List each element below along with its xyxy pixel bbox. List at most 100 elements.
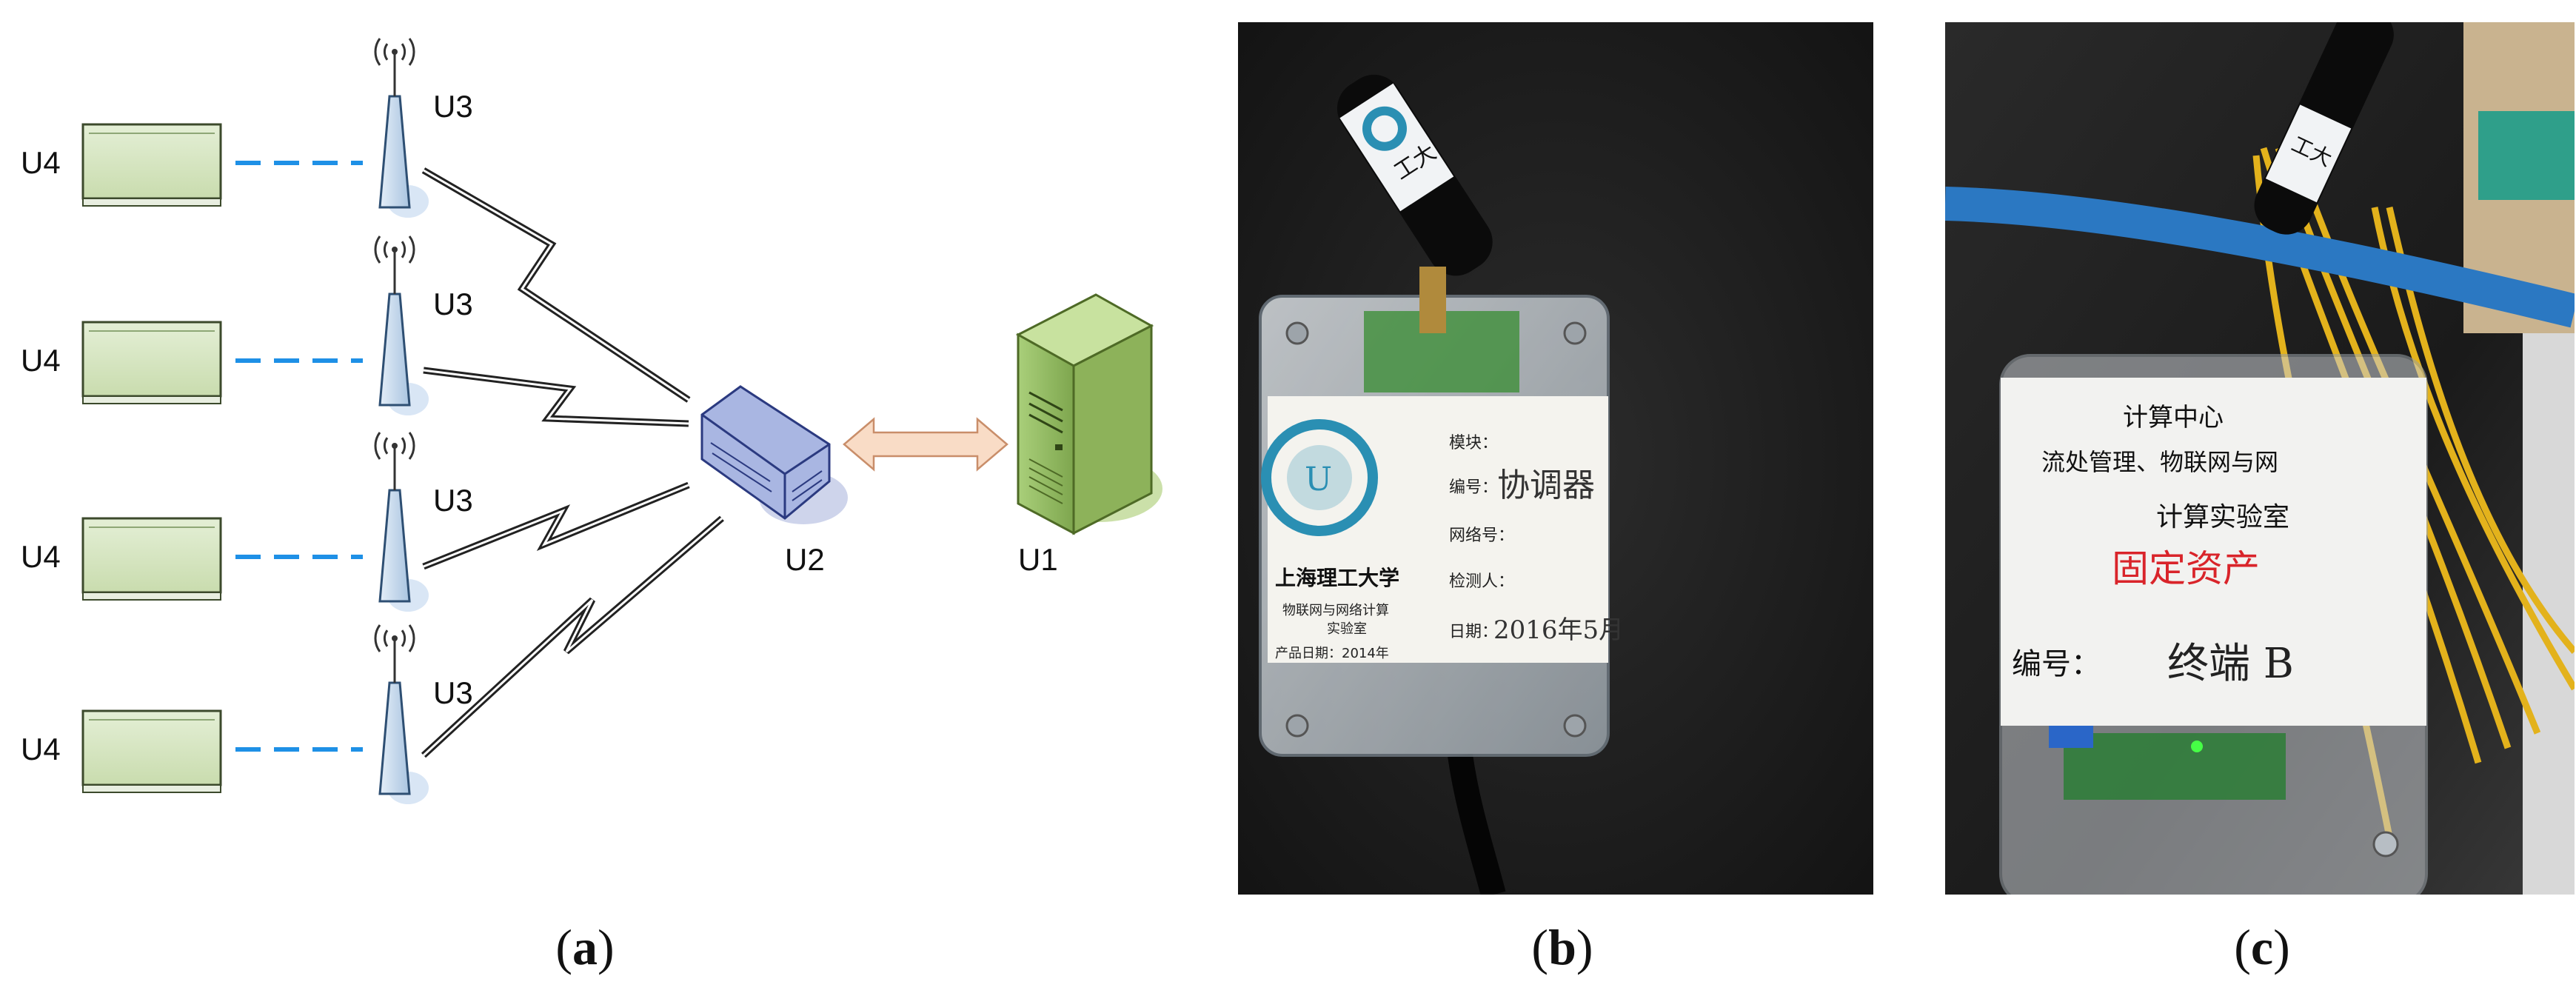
wireless-bolt-outline bbox=[423, 367, 689, 427]
screw bbox=[2372, 831, 2399, 858]
caption-paren-close: ) bbox=[1576, 919, 1593, 975]
terminal-row: U4 U3 bbox=[21, 432, 473, 612]
server-grille bbox=[1028, 458, 1063, 504]
caption-paren-open: ( bbox=[555, 919, 572, 975]
power-cable bbox=[1448, 753, 1506, 895]
wireless-bolt-outline bbox=[421, 167, 691, 403]
signal-wave-left bbox=[374, 38, 381, 66]
label-line2: 流处管理、物联网与网 bbox=[2041, 448, 2278, 476]
router-u2 bbox=[700, 385, 848, 524]
signal-wave-left bbox=[383, 629, 389, 647]
product-date: 产品日期：2014年 bbox=[1275, 646, 1389, 661]
terminal-label: U4 bbox=[21, 732, 61, 766]
terminal-box bbox=[81, 321, 222, 398]
node-label: U3 bbox=[433, 483, 473, 518]
node-antenna-tip bbox=[392, 49, 398, 55]
bidirectional-arrow bbox=[843, 417, 1008, 472]
signal-wave-right bbox=[401, 241, 407, 258]
screw bbox=[1563, 321, 1587, 345]
caption-paren-open: ( bbox=[1531, 919, 1549, 975]
label-module: 模块： bbox=[1449, 434, 1498, 452]
label-date: 日期： bbox=[1449, 623, 1498, 641]
antenna: 工大 bbox=[2254, 22, 2394, 235]
svg-text:U: U bbox=[1305, 461, 1332, 498]
server-vents bbox=[1028, 391, 1063, 434]
router-body bbox=[700, 385, 831, 520]
node-label: U3 bbox=[433, 287, 473, 321]
terminal-row: U4 U3 bbox=[21, 624, 473, 804]
university-seal bbox=[1261, 419, 1378, 536]
label-fixed-assets: 固定资产 bbox=[2112, 547, 2260, 590]
router-ports bbox=[792, 470, 823, 501]
wireless-bolt-core bbox=[423, 369, 689, 425]
handwritten-number: 协调器 bbox=[1497, 467, 1595, 504]
signal-wave-left bbox=[374, 235, 381, 264]
node-label: U3 bbox=[433, 675, 473, 710]
photo-terminal: 工大 计算中心 流处管理、物联网与网 计算实验室 固定资产 编号： 终端 B bbox=[1945, 22, 2575, 895]
label-number-prefix: 编号： bbox=[2012, 647, 2101, 681]
node-antenna-tip bbox=[392, 443, 398, 449]
signal-wave-left bbox=[374, 432, 381, 460]
node-antenna-tip bbox=[392, 635, 398, 641]
terminal-row: U4 U3 bbox=[21, 38, 473, 218]
wireless-bolt-core bbox=[422, 517, 723, 757]
terminal-label: U4 bbox=[21, 145, 61, 180]
screw bbox=[1285, 321, 1309, 345]
terminal-base bbox=[82, 784, 221, 793]
caption-paren-close: ) bbox=[2273, 919, 2290, 975]
terminal-row: U4 U3 bbox=[21, 235, 473, 415]
signal-wave-left bbox=[383, 241, 389, 258]
wireless-bolt-core bbox=[423, 169, 689, 401]
antenna: 工大 bbox=[1336, 74, 1493, 276]
node-mast bbox=[378, 681, 411, 795]
server-side bbox=[1072, 324, 1153, 535]
university-name: 上海理工大学 bbox=[1275, 566, 1399, 590]
signal-wave-left bbox=[374, 624, 381, 652]
lab-name-line1: 物联网与网络计算 bbox=[1282, 603, 1389, 618]
lab-name-line2: 实验室 bbox=[1327, 621, 1367, 637]
server-front bbox=[1017, 332, 1075, 535]
screw bbox=[1285, 714, 1309, 738]
terminal-box bbox=[81, 517, 222, 594]
caption-c: (c) bbox=[2188, 918, 2336, 977]
screw bbox=[1563, 714, 1587, 738]
node-mast bbox=[378, 489, 411, 603]
photo-coordinator: 工大 U 模块： 编号： 协调器 网络号： 检测人： 日期： 2016年5月 上… bbox=[1238, 22, 1873, 895]
terminal-base bbox=[82, 592, 221, 601]
node-label: U3 bbox=[433, 89, 473, 124]
terminal-base bbox=[82, 198, 221, 207]
router-label: U2 bbox=[785, 542, 825, 577]
asset-label bbox=[2001, 378, 2426, 726]
signal-wave-right bbox=[401, 437, 407, 455]
terminal-base bbox=[82, 395, 221, 404]
signal-wave-left bbox=[383, 437, 389, 455]
terminal-label: U4 bbox=[21, 539, 61, 574]
signal-wave-right bbox=[408, 38, 415, 66]
terminal-label: U4 bbox=[21, 343, 61, 378]
node-mast bbox=[378, 95, 411, 209]
green-pcb bbox=[2064, 733, 2286, 800]
double-arrow-shape bbox=[843, 417, 1008, 472]
wireless-links bbox=[421, 167, 724, 758]
sma-connector bbox=[1419, 267, 1446, 333]
caption-paren-close: ) bbox=[598, 919, 615, 975]
signal-wave-right bbox=[408, 432, 415, 460]
label-network: 网络号： bbox=[1449, 527, 1514, 545]
caption-paren-open: ( bbox=[2234, 919, 2251, 975]
server-led bbox=[1055, 444, 1063, 450]
signal-wave-right bbox=[408, 624, 415, 652]
label-line1: 计算中心 bbox=[2123, 403, 2224, 432]
blue-ethernet-cable bbox=[1945, 187, 2575, 328]
status-led bbox=[2191, 741, 2203, 752]
caption-letter: c bbox=[2250, 919, 2274, 975]
label-line3: 计算实验室 bbox=[2156, 502, 2289, 532]
handwritten-date: 2016年5月 bbox=[1493, 615, 1624, 645]
signal-wave-right bbox=[401, 629, 407, 647]
signal-wave-left bbox=[383, 43, 389, 61]
handwritten-terminal-id: 终端 B bbox=[2167, 640, 2294, 688]
node-antenna-tip bbox=[392, 247, 398, 253]
caption-letter: a bbox=[572, 919, 598, 975]
node-mast bbox=[378, 293, 411, 407]
